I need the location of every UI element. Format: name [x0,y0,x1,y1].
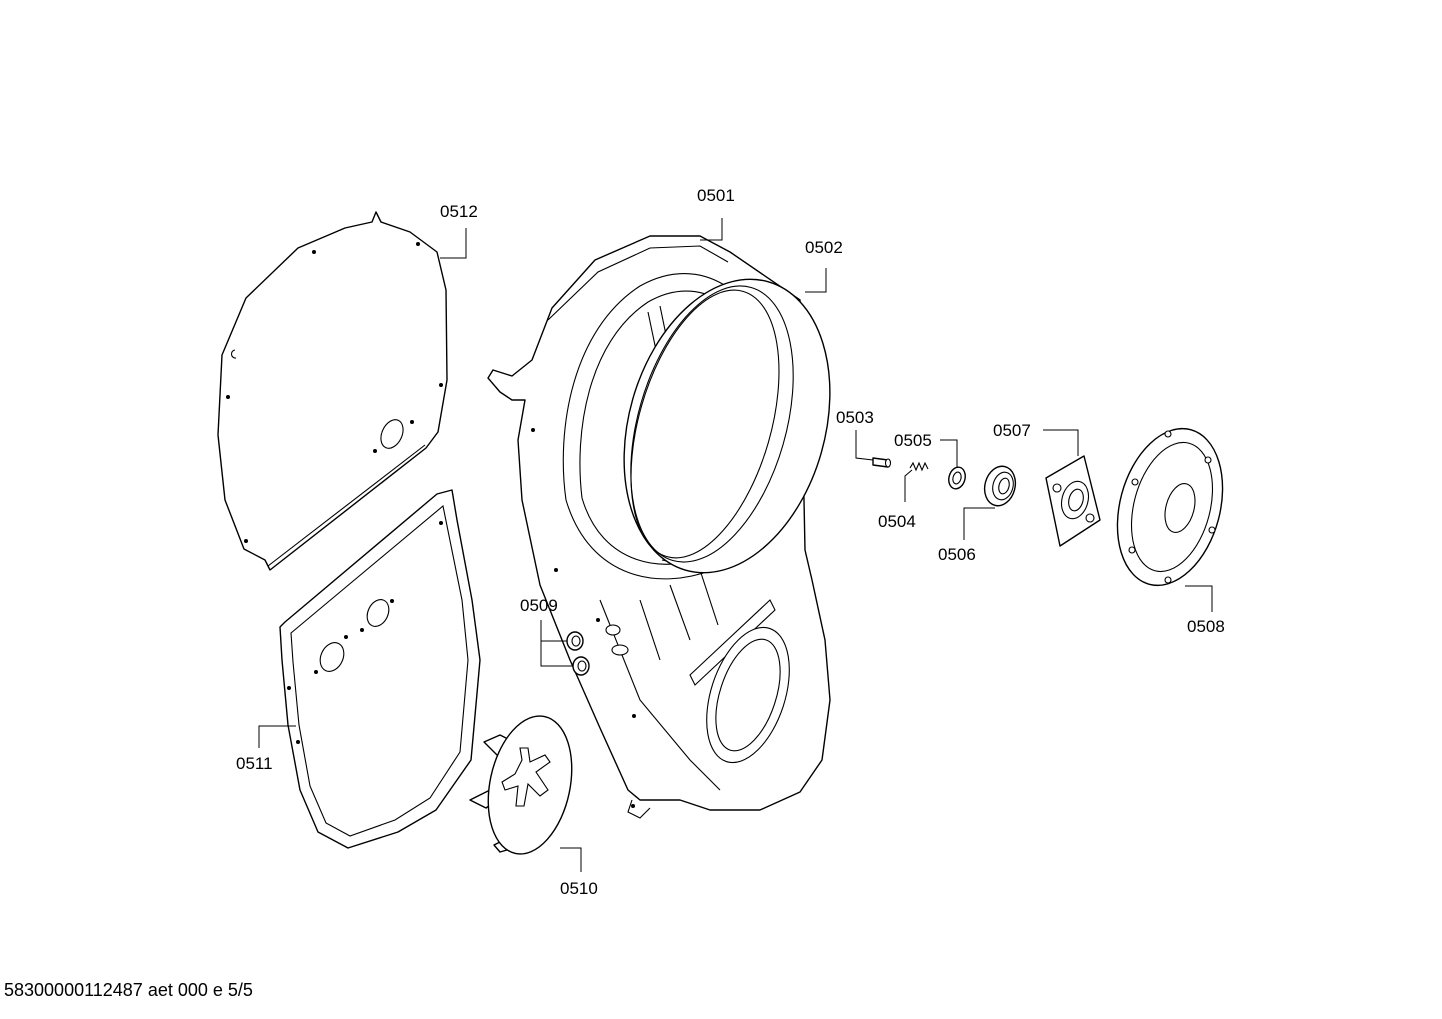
leader-0506 [963,507,995,540]
leader-0512 [440,228,467,259]
document-code: 58300000112487 aet 000 e 5/5 [4,980,253,1000]
label-0501: 0501 [697,186,735,205]
part-0510-fan-wheel [469,715,573,855]
leader-0507 [1043,429,1079,456]
part-0512-rear-cover [217,211,448,571]
part-0509-caps [566,631,590,676]
part-0508-flange-plate [1116,427,1224,587]
label-0512: 0512 [440,202,478,221]
part-0504-spring [909,461,929,472]
part-0503-pin [872,457,892,468]
label-0509: 0509 [520,596,558,615]
label-0502: 0502 [805,238,843,257]
part-labels: 0501 0502 0503 0504 0505 0506 0507 0508 … [236,186,1225,898]
label-0506: 0506 [938,545,976,564]
label-0503: 0503 [836,408,874,427]
label-0504: 0504 [878,512,916,531]
part-0505-clip-ring [948,466,966,490]
label-0511: 0511 [236,754,273,773]
part-0507-bearing-housing [1045,455,1101,547]
leader-0509 [540,620,573,667]
leader-0501 [700,218,723,241]
leader-0511 [258,725,296,748]
part-0502-drum-seal-ring [623,278,831,574]
leader-0508 [1185,585,1213,612]
label-0507: 0507 [993,421,1031,440]
label-0505: 0505 [894,431,932,450]
leader-0505 [940,439,958,468]
leader-0503 [855,430,874,461]
part-0506-bearing [983,465,1017,507]
leader-0502 [805,268,827,293]
label-0508: 0508 [1187,617,1225,636]
leader-0510 [560,847,582,872]
part-0511-lower-frame [279,489,481,849]
leader-0504 [904,469,913,502]
label-0510: 0510 [560,879,598,898]
leader-lines [258,218,1213,872]
